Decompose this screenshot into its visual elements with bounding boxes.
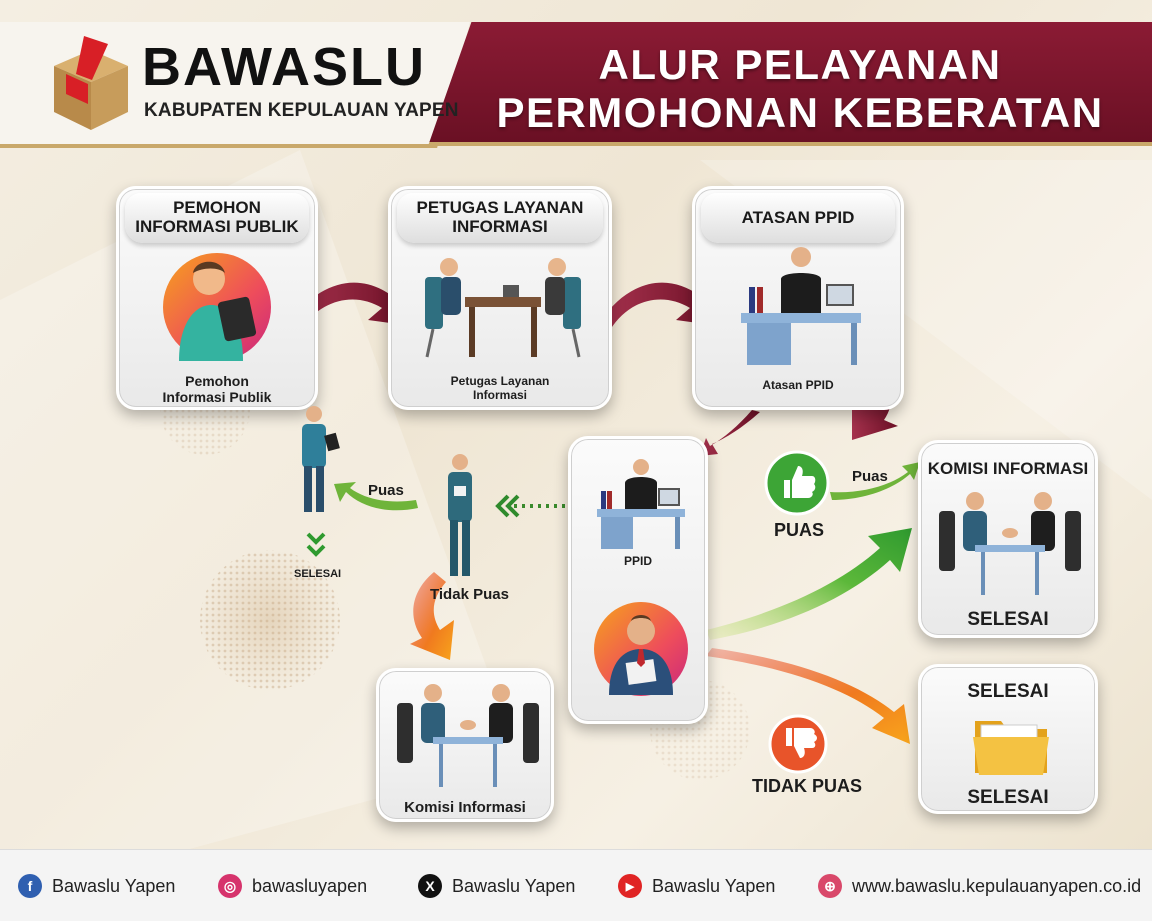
card-selesai: SELESAI SELESAI bbox=[918, 664, 1098, 814]
footer-youtube-text: Bawaslu Yapen bbox=[652, 875, 776, 896]
folder-icon bbox=[973, 721, 1049, 775]
office-meeting-icon bbox=[425, 258, 581, 358]
facebook-icon: f bbox=[18, 874, 42, 898]
card-komisi-top-caption: SELESAI bbox=[967, 609, 1049, 630]
footer-facebook-text: Bawaslu Yapen bbox=[52, 875, 176, 896]
label-selesai-left: SELESAI bbox=[294, 568, 342, 580]
card-petugas-caption: Petugas Layanan Informasi bbox=[450, 374, 550, 402]
card-atasan-ppid-title: ATASAN PPID bbox=[701, 193, 895, 243]
label-puas-right-small: Puas bbox=[852, 468, 888, 485]
footer-website-text: www.bawaslu.kepulauanyapen.co.id bbox=[852, 875, 1142, 896]
card-komisi-top-title: KOMISI INFORMASI bbox=[927, 459, 1089, 478]
ppid-at-desk-icon bbox=[597, 459, 685, 549]
footer-social-x[interactable]: X Bawaslu Yapen bbox=[418, 874, 575, 898]
arrow-big-green bbox=[706, 528, 912, 640]
brand-name: BAWASLU bbox=[142, 37, 426, 97]
handshake-meeting-icon bbox=[939, 492, 1081, 595]
card-pemohon-caption: Pemohon Informasi Publik bbox=[162, 373, 272, 406]
chevron-down-icon bbox=[306, 532, 326, 557]
label-tidak-puas-left: Tidak Puas bbox=[430, 586, 509, 603]
official-at-desk-icon bbox=[741, 247, 861, 365]
bawaslu-logo-icon bbox=[54, 36, 128, 130]
label-puas-right: PUAS bbox=[774, 520, 825, 540]
x-icon: X bbox=[418, 874, 442, 898]
card-ppid: PPID bbox=[568, 436, 708, 724]
handshake-meeting-bottom-icon bbox=[397, 684, 539, 787]
instagram-icon: ◎ bbox=[218, 874, 242, 898]
footer-social-facebook[interactable]: f Bawaslu Yapen bbox=[18, 874, 175, 898]
card-ppid-caption: PPID bbox=[623, 554, 652, 568]
card-atasan-ppid-caption: Atasan PPID bbox=[762, 378, 834, 392]
thumbs-up-icon bbox=[764, 450, 830, 516]
label-puas-left: Puas bbox=[368, 482, 404, 499]
brand-subtitle: KABUPATEN KEPULAUAN YAPEN bbox=[144, 100, 459, 121]
card-selesai-title: SELESAI bbox=[967, 681, 1049, 702]
card-atasan-ppid: ATASAN PPID Atasan PPID bbox=[692, 186, 904, 410]
footer-instagram-text: bawasluyapen bbox=[252, 875, 368, 896]
ppid-official-portrait-icon bbox=[594, 602, 688, 696]
label-tidak-puas-right: TIDAK PUAS bbox=[752, 776, 863, 796]
globe-icon: ⊕ bbox=[818, 874, 842, 898]
arrow-atasan-to-ppid bbox=[700, 410, 760, 456]
page-title-line-2: PERMOHONAN KEBERATAN bbox=[496, 89, 1104, 136]
youtube-icon: ▶ bbox=[618, 874, 642, 898]
page-title-line-1: ALUR PELAYANAN bbox=[598, 41, 1002, 88]
header-title-panel bbox=[428, 22, 1152, 146]
footer-social-youtube[interactable]: ▶ Bawaslu Yapen bbox=[618, 874, 775, 898]
card-komisi-informasi-top: KOMISI INFORMASI SELESAI bbox=[918, 440, 1098, 638]
footer-social-instagram[interactable]: ◎ bawasluyapen bbox=[218, 874, 367, 898]
card-komisi-bottom-caption: Komisi Informasi bbox=[404, 799, 526, 816]
pemohon-standing-figure-icon bbox=[302, 406, 340, 512]
double-chevron-left-icon bbox=[495, 494, 520, 518]
card-komisi-informasi-bottom: Komisi Informasi bbox=[376, 668, 554, 822]
footer-social-website[interactable]: ⊕ www.bawaslu.kepulauanyapen.co.id bbox=[818, 874, 1141, 898]
footer-x-text: Bawaslu Yapen bbox=[452, 875, 576, 896]
footer-bar bbox=[0, 849, 1152, 921]
person-with-tablet-icon bbox=[163, 253, 271, 361]
card-selesai-caption: SELESAI bbox=[967, 787, 1049, 808]
officer-standing-figure-icon bbox=[448, 454, 472, 576]
thumbs-down-icon bbox=[768, 714, 828, 774]
